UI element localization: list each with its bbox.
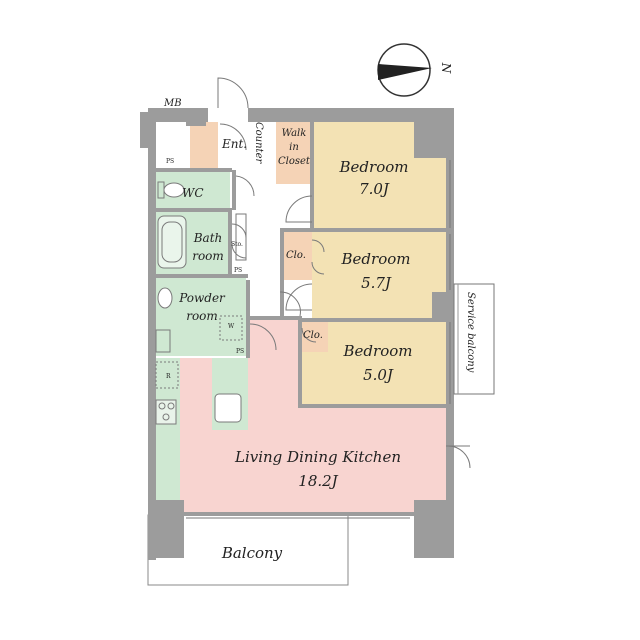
powder-room-label-1: Powder [178,291,226,305]
compass: N [377,43,453,97]
kitchen-counter-area [154,358,180,512]
entrance-area [190,122,218,170]
walk-in-label-3: Closet [278,156,311,167]
service-balcony-area [453,283,495,395]
entrance-door [217,77,249,109]
walk-in-closet-area [276,122,312,184]
doors [217,77,471,469]
balcony-label: Balcony [221,544,283,562]
washer-label: W [228,323,235,330]
washing-machine-space [219,315,243,341]
ldk-size: 18.2J [298,472,338,490]
ldk-area [180,320,446,512]
walk-in-label-2: in [289,142,299,153]
bedroom-3-name: Bedroom [343,342,413,360]
washbasin [157,287,173,309]
kitchen-sink [214,393,242,423]
bedroom-2-area [312,232,446,318]
windows [186,160,451,519]
bedroom-3-size: 5.0J [363,366,394,384]
closet-3-label: Clo. [303,330,323,341]
entrance-label: Ent. [221,137,247,151]
closet-2-area [282,232,312,280]
pipe-space-label-1: PS [166,158,174,165]
bedroom-1-size: 7.0J [359,180,390,198]
bathroom-label-1: Bath [193,231,223,245]
stove [155,399,177,425]
mb-label: MB [163,98,182,109]
fixtures [155,181,247,425]
pipe-space-label-2: PS [234,267,242,274]
wc-label: WC [182,186,204,200]
compass-needle-icon [378,64,432,80]
closet-3-area [302,320,328,352]
bedroom-1-name: Bedroom [339,158,409,176]
ldk-name: Living Dining Kitchen [234,448,401,466]
service-balcony-label: Service balcony [465,292,476,373]
powder-room-label-2: room [186,309,218,323]
compass-north-label: N [439,62,453,74]
bathtub [157,215,187,269]
toilet [163,182,185,198]
bedroom-2-name: Bedroom [341,250,411,268]
bathroom-label-2: room [192,249,224,263]
bedroom-2-size: 5.7J [361,274,392,292]
walk-in-label-1: Walk [282,128,307,139]
counter-label: Counter [253,122,264,164]
room-fills [147,122,446,586]
refrigerator-label: R [166,373,171,380]
closet-2-label: Clo. [286,250,306,261]
pipe-space-label-3: PS [236,348,244,355]
storage-label: Sto. [231,241,243,248]
room-labels: MB Ent. Counter Walk in Closet Bedroom 7… [163,98,476,562]
